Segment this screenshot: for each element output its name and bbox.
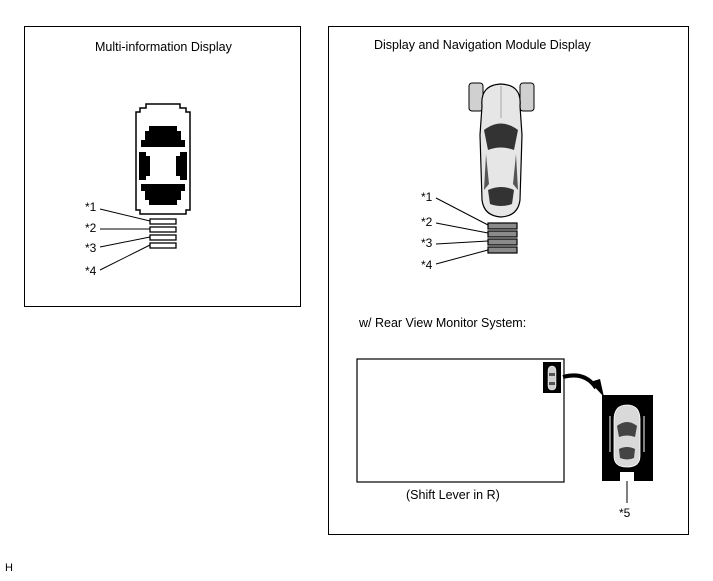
mid-sensor-segments	[149, 218, 177, 249]
navi-callout-2: *2	[421, 215, 433, 229]
mid-leader-lines	[99, 208, 151, 271]
small-car-thumbnail	[543, 362, 561, 393]
navi-sensor-segments	[487, 222, 518, 254]
navi-segment-4	[487, 246, 518, 254]
shift-lever-caption: (Shift Lever in R)	[406, 488, 500, 502]
navi-car-icon	[468, 82, 535, 218]
mid-car-icon	[135, 103, 191, 215]
navi-segment-3	[487, 238, 518, 246]
mid-callout-3: *3	[85, 241, 97, 255]
mid-segment-2	[149, 226, 177, 233]
mid-segment-1	[149, 218, 177, 225]
navi-callout-1: *1	[421, 190, 433, 204]
navi-segment-2	[487, 230, 518, 238]
navi-title: Display and Navigation Module Display	[374, 38, 591, 52]
navi-leader-lines	[435, 197, 489, 265]
navi-segment-1	[487, 222, 518, 230]
rear-view-heading: w/ Rear View Monitor System:	[359, 316, 527, 330]
mid-callout-2: *2	[85, 221, 97, 235]
inset-callout-5: *5	[619, 506, 631, 520]
navi-callout-3: *3	[421, 236, 433, 250]
rear-view-screen	[356, 358, 565, 483]
navi-callout-4: *4	[421, 258, 433, 272]
enlarged-car-inset	[602, 395, 653, 481]
mid-segment-4	[149, 242, 177, 249]
enlarge-arrow-icon	[562, 373, 604, 397]
figure-code: H	[5, 562, 13, 574]
mid-callout-1: *1	[85, 200, 97, 214]
mid-segment-3	[149, 234, 177, 241]
mid-title: Multi-information Display	[95, 40, 232, 54]
mid-callout-4: *4	[85, 264, 97, 278]
